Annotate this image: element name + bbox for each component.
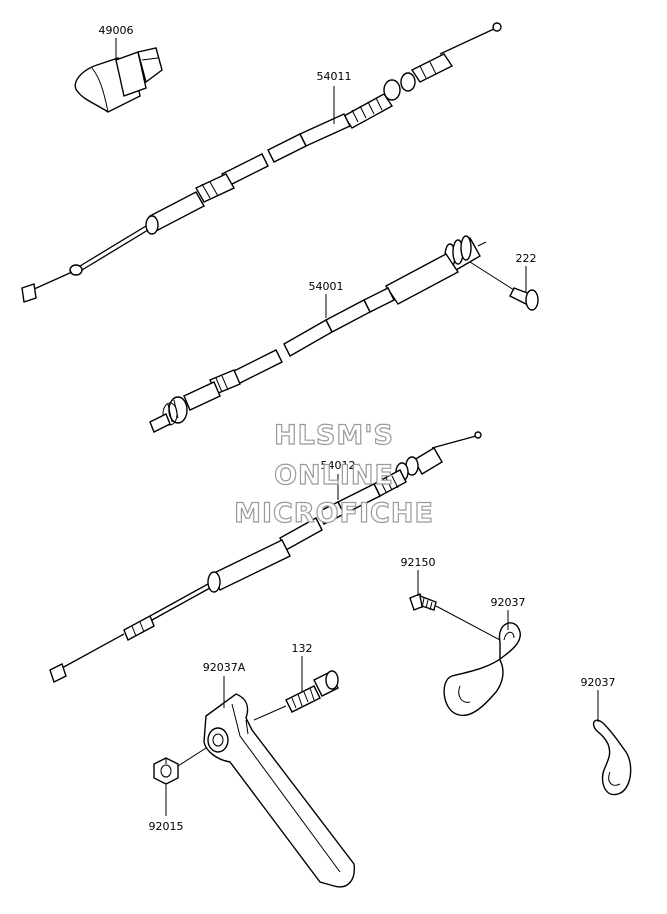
part-label-92037A[interactable]: 92037A [203,661,246,674]
cable-54012[interactable] [49,431,482,683]
part-label-92037-a[interactable]: 92037 [491,596,526,609]
leader-132-dash [253,705,287,721]
clip-92037-b[interactable] [592,719,632,796]
leader-92015-dash [177,747,207,767]
leader-92150-dash [435,605,501,641]
nut-92015[interactable] [153,757,179,785]
part-label-54011[interactable]: 54011 [317,70,352,83]
watermark-line-2: ONLINE [274,460,394,491]
bolt-92150[interactable] [409,593,437,611]
bolt-132[interactable] [285,670,339,713]
part-label-92037-b[interactable]: 92037 [581,676,616,689]
part-label-92015[interactable]: 92015 [149,820,184,833]
bracket-92037A[interactable] [203,693,355,888]
part-label-222[interactable]: 222 [516,252,537,265]
part-label-54001[interactable]: 54001 [309,280,344,293]
part-label-54012[interactable]: 54012 [321,459,356,472]
watermark-line-3: MICROFICHE [234,498,434,529]
watermark-line-1: HLSM'S [274,420,394,451]
cable-54011[interactable] [21,22,502,303]
clip-92037-a[interactable] [443,622,521,717]
part-label-132[interactable]: 132 [292,642,313,655]
part-label-92150[interactable]: 92150 [401,556,436,569]
screw-222[interactable] [509,287,539,311]
watermark: HLSM'S ONLINE MICROFICHE [233,419,434,529]
boot-49006[interactable] [74,47,163,113]
part-label-49006[interactable]: 49006 [99,24,134,37]
leader-222-dash [469,261,515,291]
cable-54001[interactable] [149,235,487,433]
